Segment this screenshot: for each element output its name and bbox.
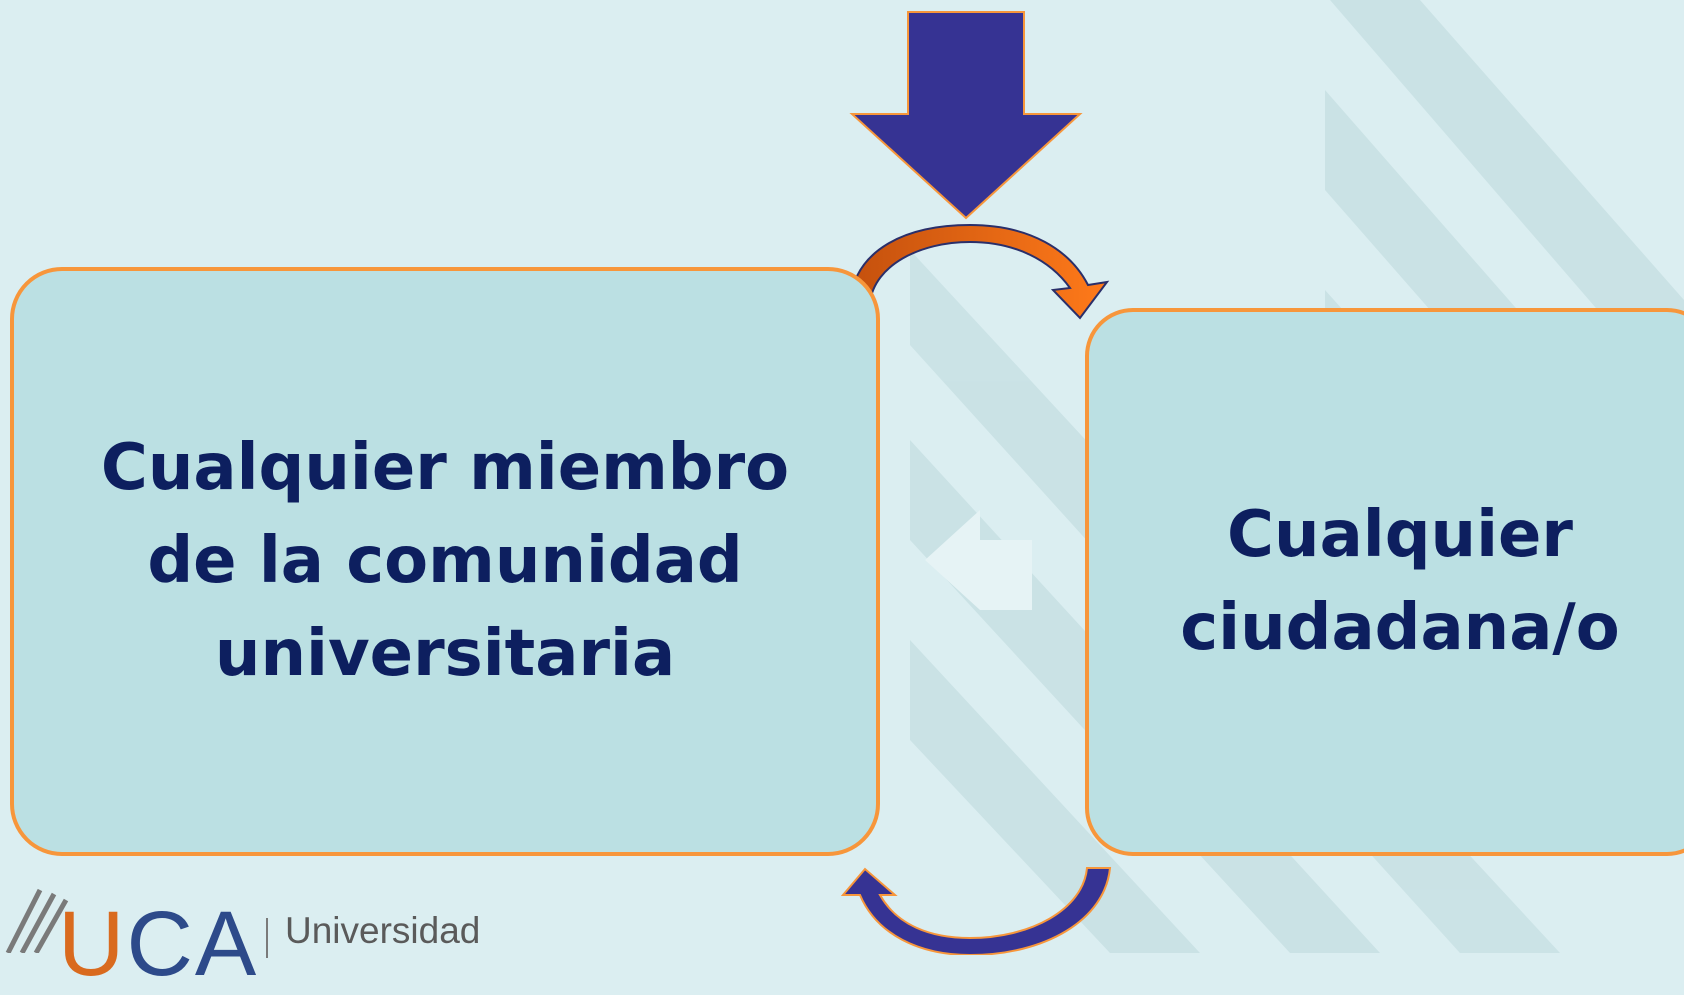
curved-arrow-top-icon	[848, 223, 1110, 320]
curved-arrow-bottom-icon	[840, 867, 1112, 955]
university-community-text: Cualquier miembro de la comunidad univer…	[100, 431, 790, 691]
logo-name: Universidad	[285, 910, 481, 951]
university-community-box: Cualquier miembro de la comunidad univer…	[10, 267, 880, 856]
logo-mark: UCA	[58, 898, 258, 990]
logo-separator	[266, 918, 268, 958]
uca-logo: UCA Universidad	[0, 880, 520, 990]
logo-letter-u: U	[58, 893, 127, 995]
logo-slashes	[5, 888, 69, 953]
down-arrow-icon	[849, 11, 1083, 220]
citizen-box: Cualquier ciudadana/o	[1085, 308, 1684, 856]
citizen-text: Cualquier ciudadana/o	[1180, 498, 1620, 665]
logo-letters-ca: CA	[126, 893, 259, 995]
